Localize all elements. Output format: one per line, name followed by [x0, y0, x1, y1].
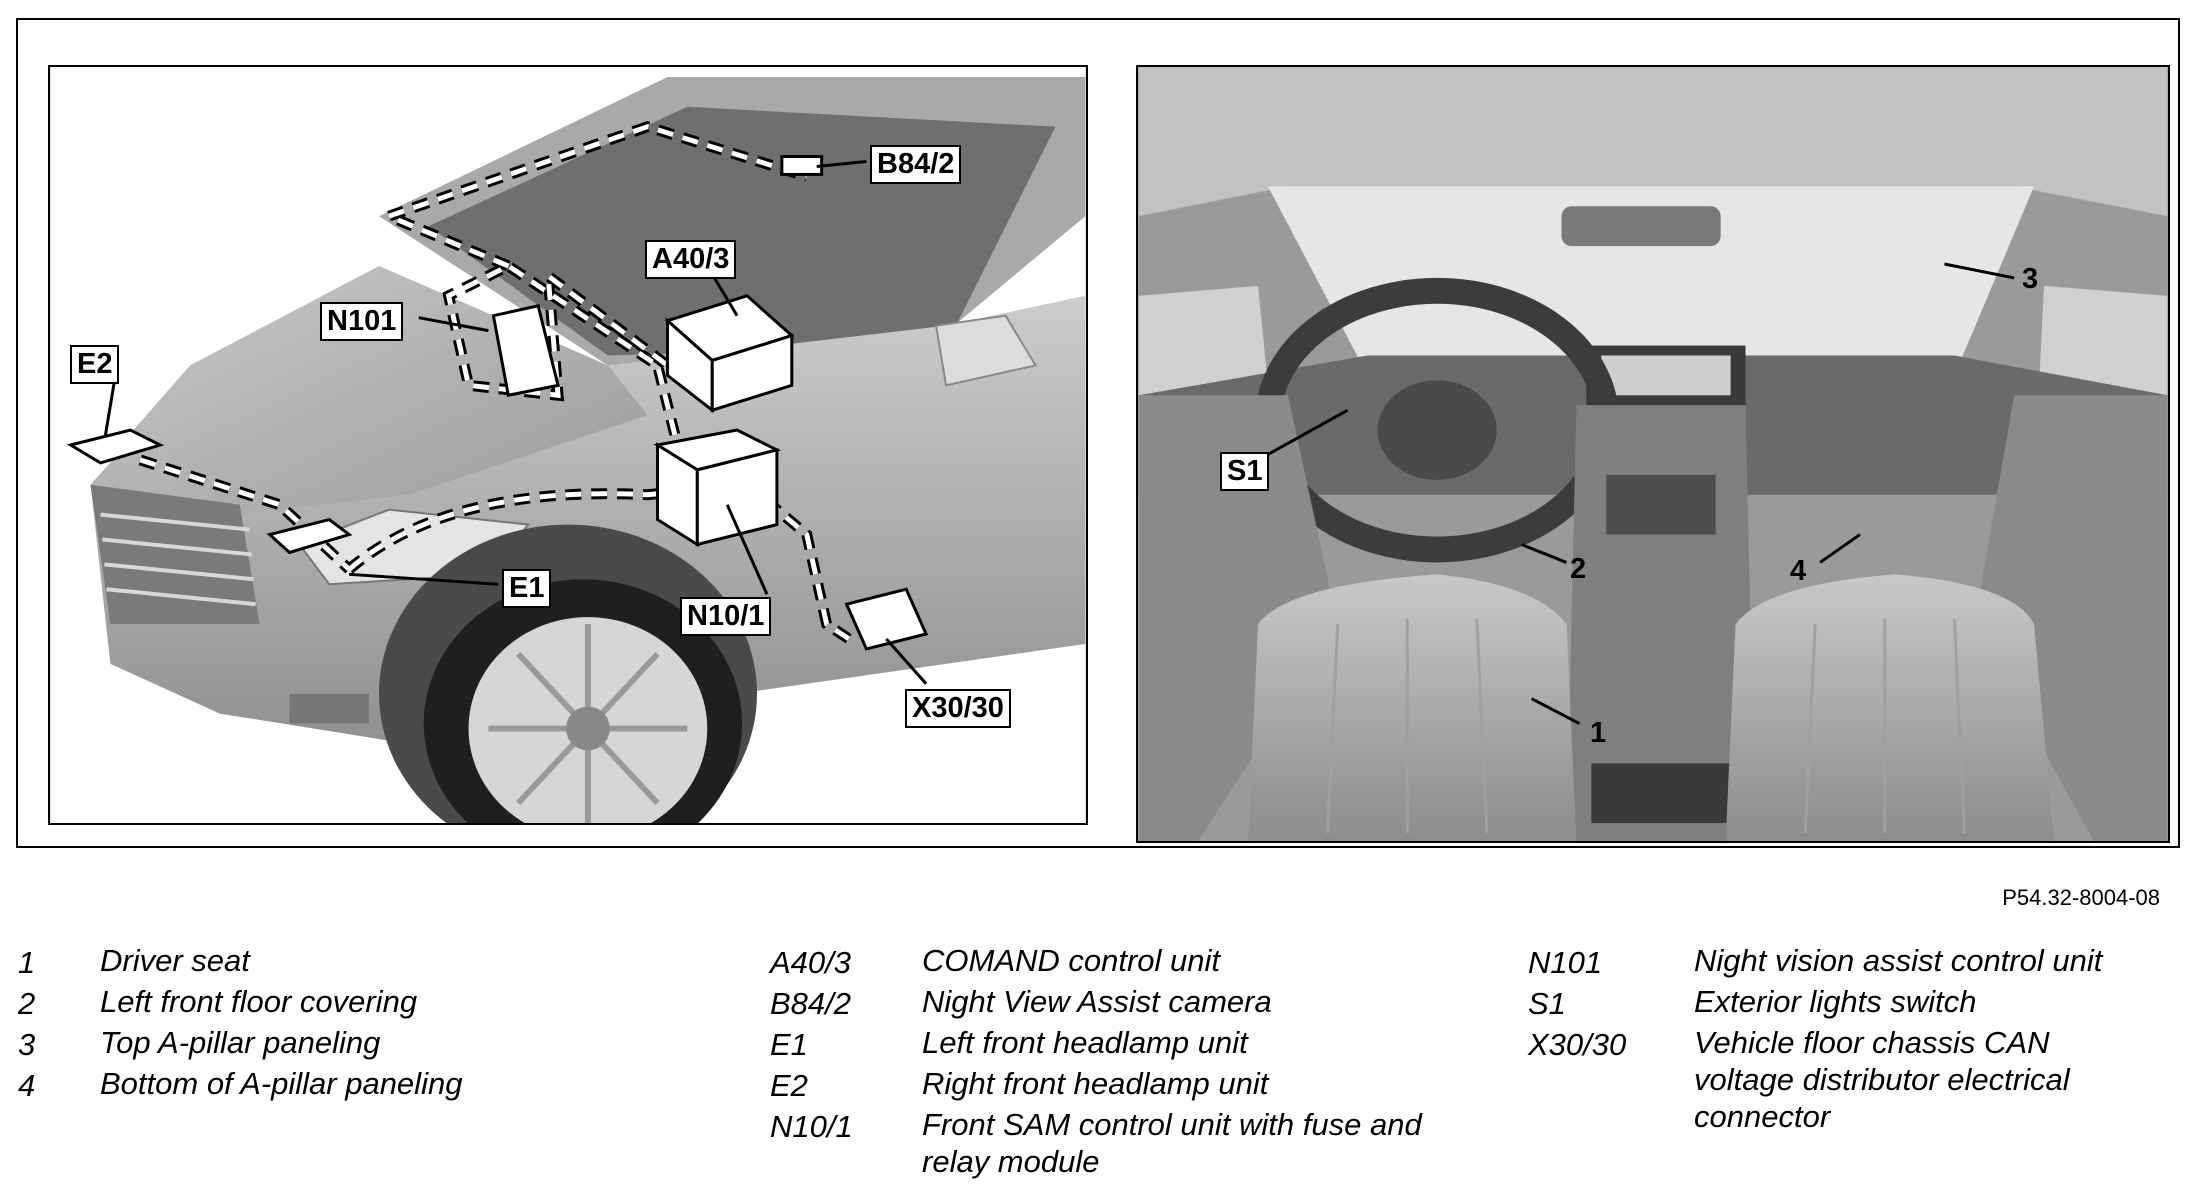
- legend-text: Vehicle floor chassis CAN voltage distri…: [1694, 1025, 2070, 1134]
- legend-row: B84/2 Night View Assist camera: [770, 983, 1410, 1024]
- legend-row: E2 Right front headlamp unit: [770, 1065, 1410, 1106]
- legend-row: S1 Exterior lights switch: [1528, 983, 2168, 1024]
- legend-row: 3 Top A-pillar paneling: [18, 1024, 538, 1065]
- legend-key: 1: [18, 945, 36, 980]
- legend-key: E1: [770, 1027, 808, 1062]
- legend-key: A40/3: [770, 945, 852, 980]
- legend-text: Top A-pillar paneling: [100, 1025, 381, 1060]
- legend-key: N101: [1528, 945, 1603, 980]
- legend-col-2: A40/3 COMAND control unit B84/2 Night View…: [770, 942, 1422, 1186]
- legend-row: E1 Left front headlamp unit: [770, 1024, 1410, 1065]
- label-n10-1: N10/1: [680, 597, 772, 636]
- legend-text: Exterior lights switch: [1694, 984, 1977, 1019]
- legend-text: Bottom of A-pillar paneling: [100, 1066, 463, 1101]
- legend-row: 4 Bottom of A-pillar paneling: [18, 1065, 538, 1106]
- legend-key: S1: [1528, 986, 1566, 1021]
- legend-key: N10/1: [770, 1109, 853, 1144]
- label-2: 2: [1570, 553, 1587, 585]
- legend-text: Left front floor covering: [100, 984, 418, 1019]
- interior-view-panel: S1 2 3 4 1: [1136, 65, 2170, 843]
- legend-col-3: N101 Night vision assist control unit S1 E…: [1528, 942, 2168, 1144]
- legend-row: N101 Night vision assist control unit: [1528, 942, 2168, 983]
- figure-frame: B84/2 A40/3 N101 E2 E1 N10/1 X30/30: [16, 18, 2180, 848]
- legend-text: Driver seat: [100, 943, 250, 978]
- label-4: 4: [1790, 555, 1807, 587]
- legend-key: 3: [18, 1027, 36, 1062]
- legend-text: Left front headlamp unit: [922, 1025, 1248, 1060]
- label-e1: E1: [502, 569, 552, 608]
- label-1: 1: [1590, 717, 1607, 749]
- legend-text: COMAND control unit: [922, 943, 1221, 978]
- legend-key: E2: [770, 1068, 808, 1103]
- label-n101: N101: [320, 302, 404, 341]
- label-b84-2: B84/2: [870, 145, 962, 184]
- legend-row: 2 Left front floor covering: [18, 983, 538, 1024]
- legend-text: Night vision assist control unit: [1694, 943, 2103, 978]
- legend-key: 2: [18, 986, 36, 1021]
- legend-text: Night View Assist camera: [922, 984, 1272, 1019]
- legend-text: Right front headlamp unit: [922, 1066, 1269, 1101]
- legend-row: N10/1 Front SAM control unit with fuse an…: [770, 1106, 1422, 1186]
- label-s1: S1: [1220, 452, 1270, 491]
- label-x30-30: X30/30: [905, 689, 1011, 728]
- legend-key: B84/2: [770, 986, 852, 1021]
- legend-key: 4: [18, 1068, 36, 1103]
- legend-text: Front SAM control unit with fuse and rel…: [922, 1107, 1422, 1179]
- legend-row: A40/3 COMAND control unit: [770, 942, 1410, 983]
- legend-key: X30/30: [1528, 1027, 1627, 1062]
- label-e2: E2: [70, 345, 120, 384]
- legend-row: 1 Driver seat: [18, 942, 538, 983]
- label-a40-3: A40/3: [645, 240, 737, 279]
- label-3: 3: [2022, 263, 2039, 295]
- figure-code: P54.32-8004-08: [2002, 885, 2160, 910]
- exterior-view-panel: B84/2 A40/3 N101 E2 E1 N10/1 X30/30: [48, 65, 1088, 825]
- legend-row: X30/30 Vehicle floor chassis CAN voltage …: [1528, 1024, 2168, 1144]
- interior-illustration: [1138, 67, 2168, 841]
